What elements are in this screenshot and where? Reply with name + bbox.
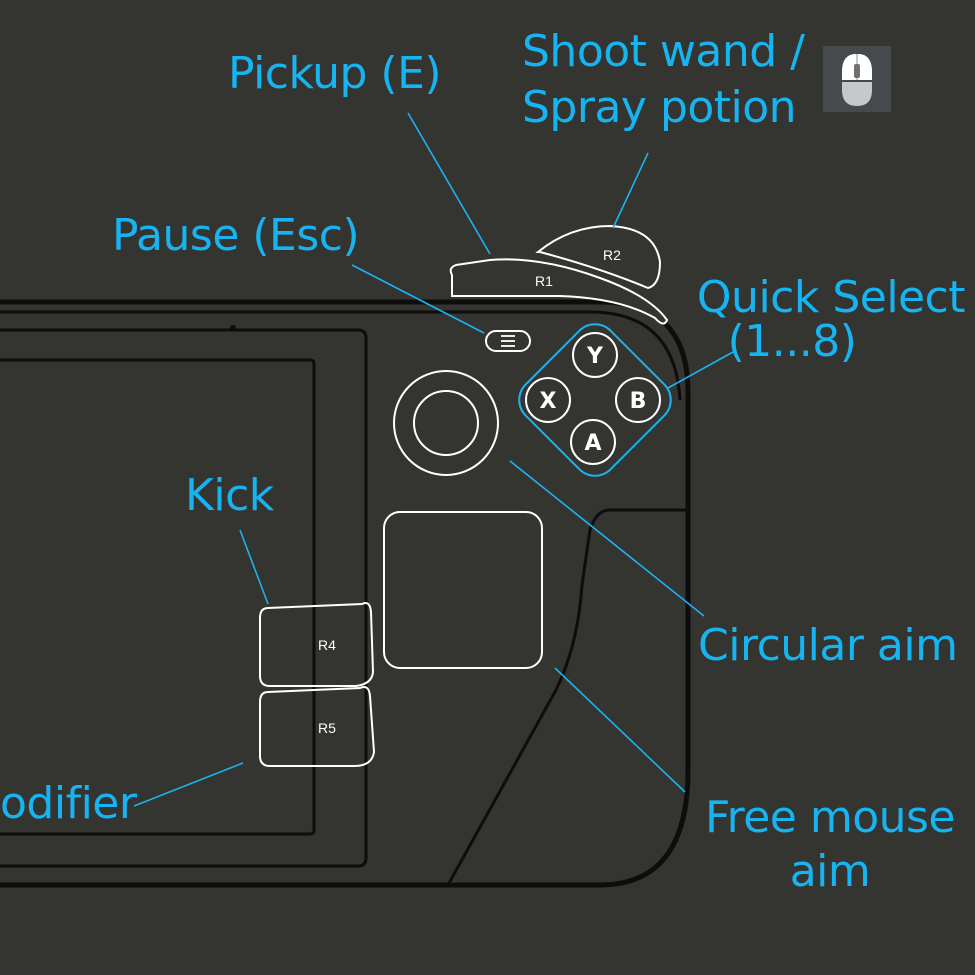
r5-back-button[interactable] (259, 686, 376, 767)
a-button[interactable] (570, 419, 616, 465)
b-button-label: B (630, 389, 647, 414)
right-thumbstick-cap (413, 390, 479, 456)
device-shoulder-top (0, 310, 682, 401)
r4-label: R4 (318, 637, 336, 653)
y-button[interactable] (572, 332, 618, 378)
r1-label: R1 (535, 273, 553, 289)
x-button[interactable] (525, 377, 571, 423)
free-mouse-label-line2: aim (789, 846, 871, 897)
y-button-label: Y (586, 344, 604, 369)
a-button-label: A (584, 431, 601, 456)
r5-label: R5 (318, 720, 336, 736)
right-grip-outline (446, 508, 688, 886)
mouse-left-click-icon (823, 46, 891, 112)
modifier-leader (133, 762, 244, 807)
circular-aim-label: Circular aim (698, 620, 958, 671)
b-button[interactable] (615, 377, 661, 423)
free-mouse-leader (554, 667, 686, 793)
right-thumbstick-ring[interactable] (393, 370, 499, 476)
pickup-label: Pickup (E) (228, 48, 442, 99)
quick-select-label-line1: Quick Select (696, 272, 966, 323)
shoot-label-line2: Spray potion (522, 82, 797, 133)
r4-back-button[interactable] (259, 602, 375, 687)
pause-leader (351, 264, 485, 334)
shoot-label-line1: Shoot wand / (522, 26, 805, 77)
menu-button[interactable] (485, 330, 531, 352)
modifier-label: odifier (0, 778, 137, 829)
quick-select-label-line2: (1...8) (727, 316, 857, 367)
kick-leader (239, 529, 269, 605)
pickup-leader (407, 112, 491, 255)
r2-label: R2 (603, 247, 621, 263)
face-buttons-highlight (518, 323, 672, 477)
quick-select-leader (667, 351, 734, 389)
x-button-label: X (540, 389, 557, 414)
right-trackpad[interactable] (383, 511, 543, 669)
r2-trigger (535, 224, 662, 290)
screen-display (0, 358, 316, 836)
menu-lines-icon (501, 335, 515, 347)
ambient-sensor (230, 325, 236, 331)
shoot-leader (612, 152, 649, 229)
free-mouse-label-line1: Free mouse (704, 792, 956, 843)
pause-label: Pause (Esc) (112, 210, 360, 261)
circular-aim-leader (509, 460, 705, 617)
screen-bezel (0, 328, 368, 868)
kick-label: Kick (185, 470, 274, 521)
r1-bumper (449, 258, 669, 325)
